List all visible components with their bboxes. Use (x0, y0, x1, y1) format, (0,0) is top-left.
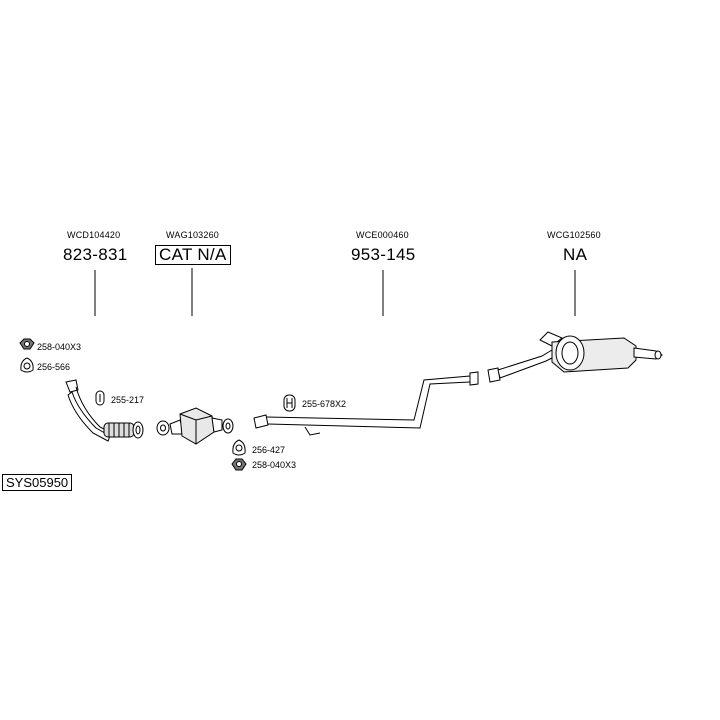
part-ref-middle-pipe: WCE000460 (356, 230, 409, 240)
part-number-middle-pipe: 953-145 (351, 245, 416, 264)
label-nut-mid: 258-040X3 (252, 460, 297, 470)
label-nut-left: 258-040X3 (37, 342, 82, 352)
part-ref-rear-silencer: WCG102560 (547, 230, 601, 240)
nut-mid-icon (231, 458, 247, 471)
gasket-left-icon (20, 357, 34, 373)
nut-left-icon (19, 338, 35, 350)
part-number-catalyst: CAT N/A (155, 245, 231, 265)
part-number-front-pipe: 823-831 (63, 245, 128, 264)
catalyst-icon (156, 407, 234, 445)
label-clamp-front: 255-217 (111, 395, 145, 405)
rear-silencer-icon (487, 331, 663, 383)
label-hanger: 255-678X2 (302, 399, 347, 409)
part-ref-catalyst: WAG103260 (166, 230, 219, 240)
middle-pipe-icon (253, 371, 479, 436)
front-pipe-icon (65, 379, 144, 442)
hanger-icon (283, 394, 296, 412)
part-number-rear-silencer: NA (563, 245, 588, 264)
label-gasket-left: 256-566 (37, 362, 71, 372)
gasket-mid-icon (232, 439, 246, 456)
system-id: SYS05950 (2, 474, 73, 491)
part-ref-front-pipe: WCD104420 (67, 230, 121, 240)
label-gasket-mid: 256-427 (252, 445, 286, 455)
clamp-icon (95, 390, 105, 406)
